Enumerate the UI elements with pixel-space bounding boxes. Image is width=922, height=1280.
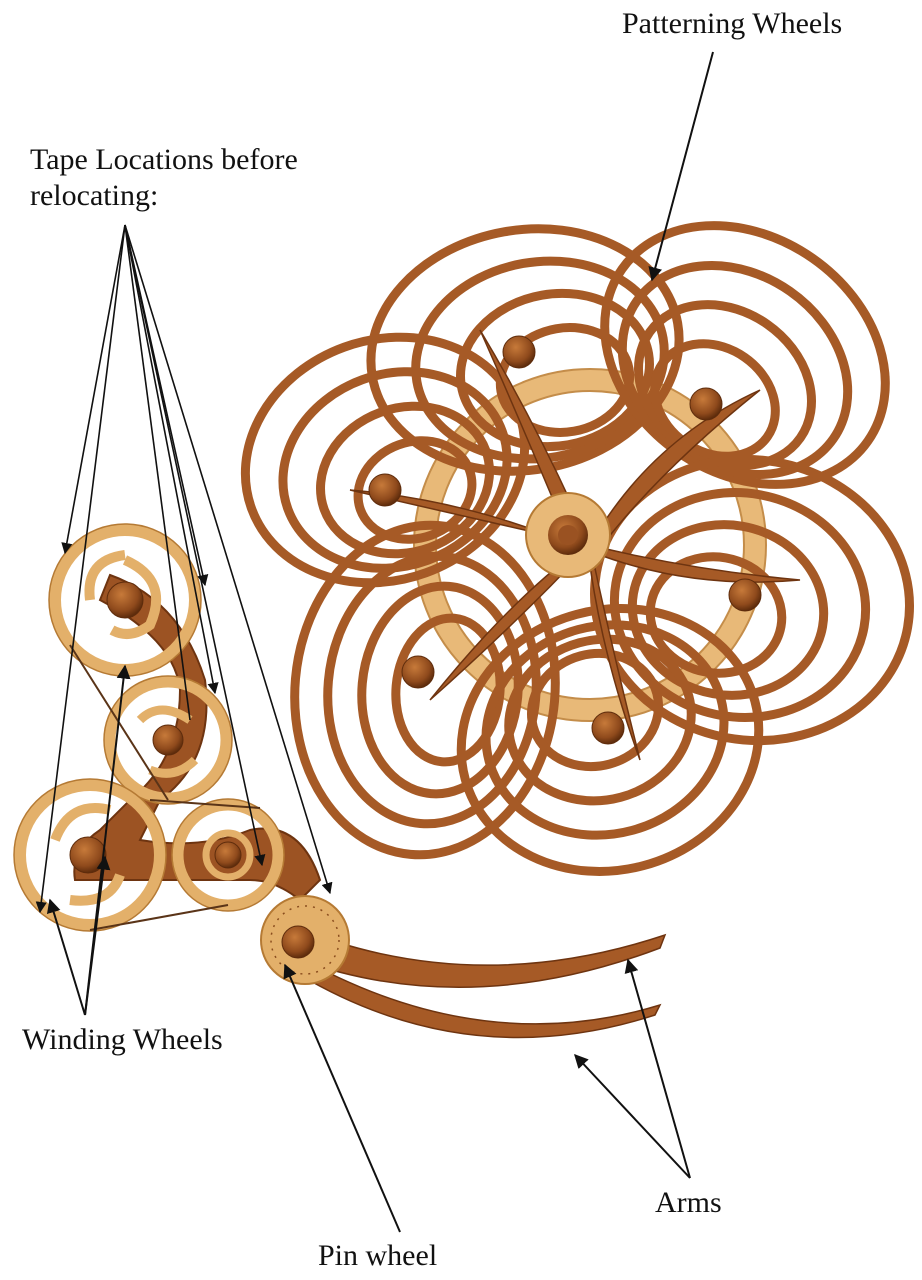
knob xyxy=(369,474,401,506)
knob xyxy=(690,388,722,420)
patterning-wheels-label: Patterning Wheels xyxy=(622,6,842,42)
tape-locations-line-2: relocating: xyxy=(30,178,298,214)
patterning-wheel-upper-right xyxy=(554,172,922,537)
tape-locations-line-1: Tape Locations before xyxy=(30,142,298,178)
tape-locations-label: Tape Locations before relocating: xyxy=(30,142,298,214)
winding-assembly xyxy=(14,524,320,931)
pin-wheel-assembly xyxy=(261,896,665,1038)
knob xyxy=(592,712,624,744)
knob xyxy=(729,579,761,611)
central-hub xyxy=(526,493,610,577)
patterning-wheels xyxy=(211,172,922,904)
knob xyxy=(402,656,434,688)
arms-label: Arms xyxy=(655,1185,722,1221)
knob xyxy=(503,336,535,368)
arrows-arms xyxy=(575,960,690,1178)
pin-wheel-label: Pin wheel xyxy=(318,1238,437,1274)
arrow-patterning-wheels xyxy=(652,52,713,280)
winding-wheels-label: Winding Wheels xyxy=(22,1022,223,1058)
